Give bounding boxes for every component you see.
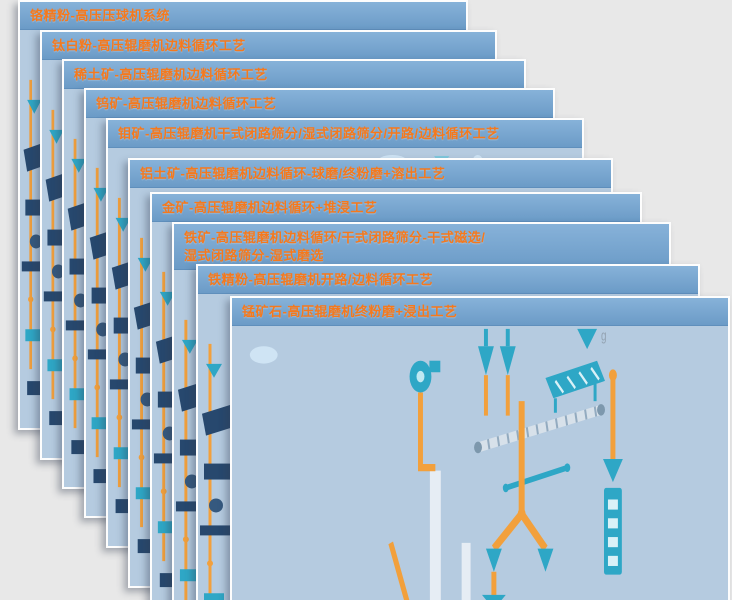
slide-card-manganese[interactable]: 锰矿石-高压辊磨机终粉磨+浸出工艺 <box>230 296 730 600</box>
card-header: 钛白粉-高压辊磨机边料循环工艺 <box>42 32 495 60</box>
card-header: 铁精粉-高压辊磨机开路/边料循环工艺 <box>198 266 698 294</box>
process-flow-diagram: g <box>249 328 623 600</box>
card-title: 铁精粉-高压辊磨机开路/边料循环工艺 <box>208 272 433 287</box>
card-title: 钼矿-高压辊磨机干式闭路筛分/湿式闭路筛分/开路/边料循环工艺 <box>118 126 500 141</box>
leach-tank <box>604 487 622 575</box>
screen-icon <box>545 360 605 413</box>
card-header: 钨矿-高压辊磨机边料循环工艺 <box>86 90 553 118</box>
conveyor-belt <box>502 463 571 493</box>
card-header: 钼矿-高压辊磨机干式闭路筛分/湿式闭路筛分/开路/边料循环工艺 <box>108 120 582 148</box>
pipe-network <box>491 401 548 598</box>
discharge-cone <box>537 548 554 572</box>
card-title: 稀土矿-高压辊磨机边料循环工艺 <box>74 67 268 82</box>
card-header: 铁矿-高压辊磨机边料循环/干式闭路筛分-干式磁选/ 湿式闭路筛分-湿式磨选 <box>174 224 669 270</box>
watermark-g: g <box>601 328 607 344</box>
air-duct <box>461 542 471 600</box>
card-header: 稀土矿-高压辊磨机边料循环工艺 <box>64 61 524 89</box>
discharge-cone <box>485 548 502 572</box>
card-header: 金矿-高压辊磨机边料循环+堆浸工艺 <box>152 194 640 222</box>
card-header: 铝土矿-高压辊磨机边料循环-球磨/终粉磨+溶出工艺 <box>130 160 611 188</box>
cyclone-icons <box>478 328 516 376</box>
conveyor-belt <box>474 404 605 454</box>
card-title: 锰矿石-高压辊磨机终粉磨+浸出工艺 <box>242 304 458 319</box>
pipe-junction <box>608 369 617 381</box>
card-header: 铬精粉-高压压球机系统 <box>20 2 466 30</box>
hopper-icon <box>577 328 598 350</box>
roller-press-icon <box>481 594 506 600</box>
air-duct <box>429 470 441 600</box>
hopper-icon <box>603 459 623 483</box>
fan-icon <box>409 360 441 393</box>
pipe <box>388 541 410 600</box>
card-header: 锰矿石-高压辊磨机终粉磨+浸出工艺 <box>232 298 728 326</box>
card-title: 钨矿-高压辊磨机边料循环工艺 <box>96 96 277 111</box>
card-title: 铁矿-高压辊磨机边料循环/干式闭路筛分-干式磁选/ 湿式闭路筛分-湿式磨选 <box>184 230 486 263</box>
card-title: 铝土矿-高压辊磨机边料循环-球磨/终粉磨+溶出工艺 <box>140 166 446 181</box>
card-body: g <box>232 326 728 600</box>
pipe <box>418 392 436 472</box>
card-title: 铬精粉-高压压球机系统 <box>30 8 170 23</box>
card-title: 钛白粉-高压辊磨机边料循环工艺 <box>52 38 246 53</box>
card-title: 金矿-高压辊磨机边料循环+堆浸工艺 <box>162 200 378 215</box>
cloud-shape <box>249 346 278 364</box>
